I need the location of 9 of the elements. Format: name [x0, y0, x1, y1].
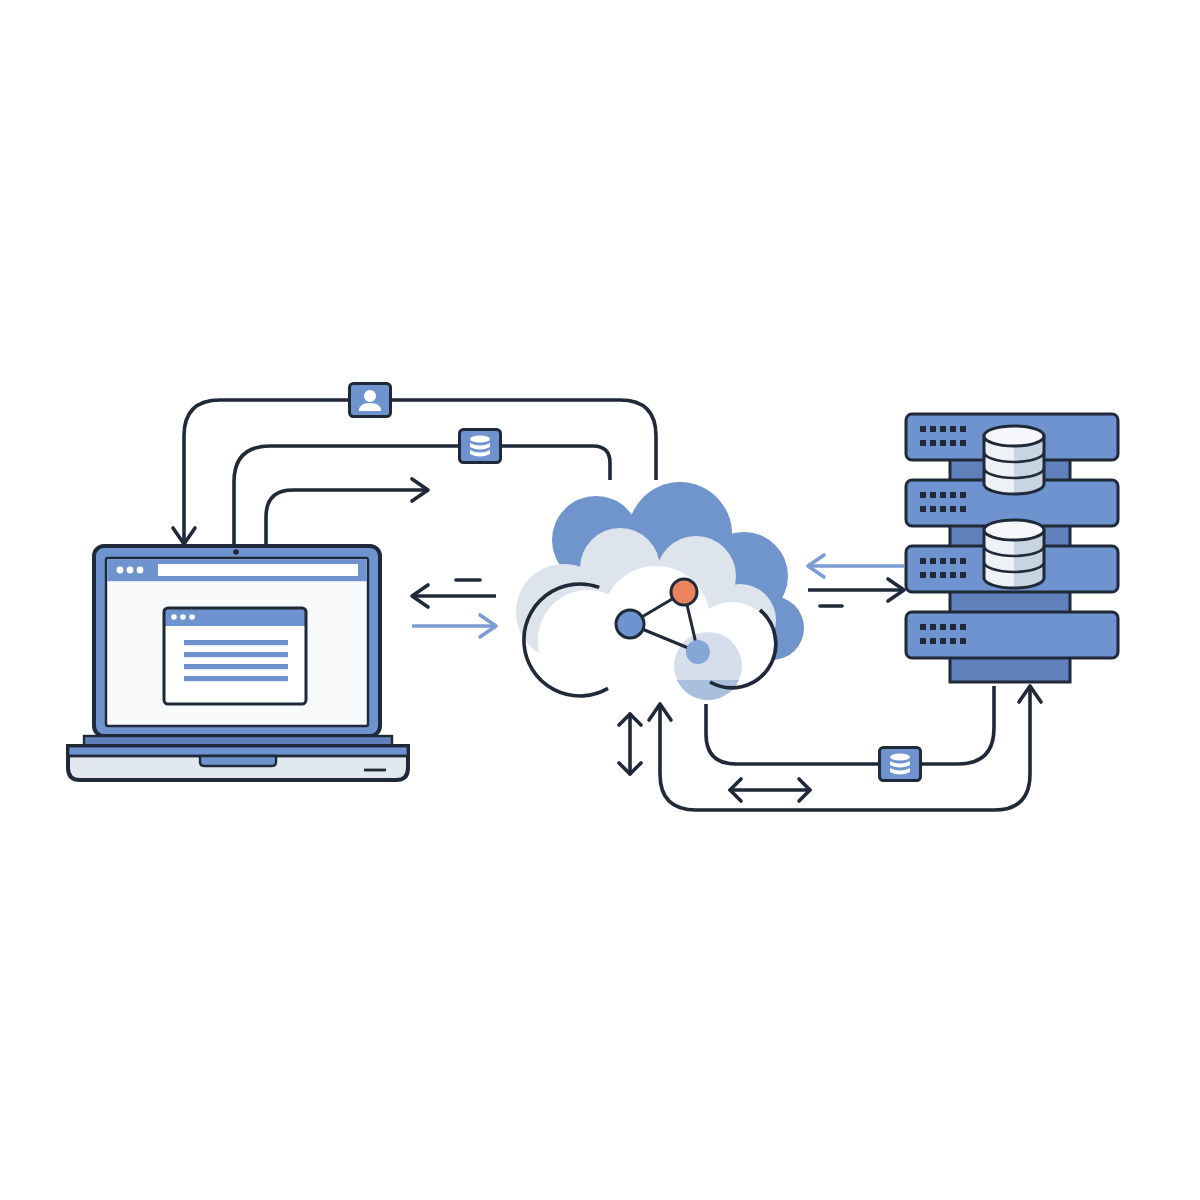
laptop-illustration — [64, 544, 412, 784]
connector-line — [704, 686, 996, 766]
connector-arrow — [412, 613, 498, 639]
connector-arrow — [264, 477, 430, 544]
connector-arrow — [410, 583, 496, 609]
connector-arrow — [808, 577, 906, 603]
connector-arrow — [806, 553, 904, 579]
server-rack-illustration — [904, 410, 1120, 686]
connector-arrow — [171, 398, 658, 546]
